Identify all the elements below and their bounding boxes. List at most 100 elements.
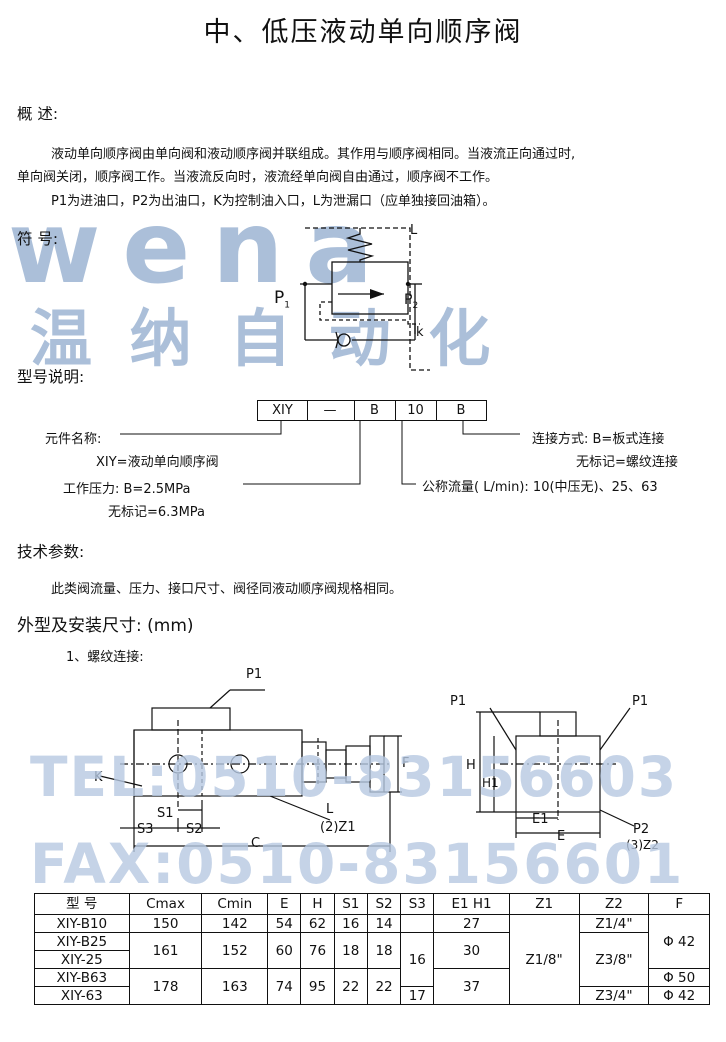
- dim-label-h1: H1: [482, 776, 499, 790]
- watermark-brand-cn: 温 纳 自 动 化: [30, 302, 499, 375]
- table-cell-f: Φ 50: [648, 968, 710, 987]
- dim-label-e1: E1: [532, 812, 549, 827]
- table-cell: 16: [333, 914, 368, 933]
- side-view-drawing: [476, 707, 635, 838]
- dim-label-l: L: [326, 802, 334, 817]
- dim-label-s2: S2: [186, 822, 203, 837]
- dim-label-z1: (2)Z1: [320, 820, 356, 835]
- table-row: XIY-25: [34, 950, 710, 969]
- table-cell: 54: [267, 914, 302, 933]
- table-cell: 161: [128, 932, 203, 969]
- table-cell: 18: [333, 932, 368, 969]
- dim-label-h: H: [466, 758, 476, 773]
- table-cell: 22: [333, 968, 368, 1005]
- table-cell-z2: Z3/8": [578, 932, 650, 987]
- table-cell: 18: [366, 932, 402, 969]
- model-leader-lines: [120, 420, 520, 485]
- dim-label-p2: P2: [633, 822, 650, 837]
- model-box-name: XIY: [257, 400, 308, 421]
- model-pressure-none: 无标记=6.3MPa: [108, 505, 206, 520]
- dim-label-k: K: [94, 770, 103, 785]
- table-header-cell: E: [267, 893, 302, 915]
- watermark-tel: TEL:0510-83156603: [30, 745, 679, 809]
- table-cell-s3: 17: [400, 986, 435, 1005]
- table-cell: 142: [201, 914, 269, 933]
- dim-label-f: F: [402, 756, 410, 771]
- table-cell: 95: [300, 968, 335, 1005]
- tech-heading: 技术参数:: [17, 543, 85, 561]
- dim-label-c: C: [251, 836, 261, 851]
- table-cell-z2: Z3/4": [578, 986, 650, 1005]
- table-row: XIY-63 17 Z3/4" Φ 42: [34, 986, 710, 1005]
- table-cell: 37: [433, 968, 510, 1005]
- model-box-connection: B: [436, 400, 487, 421]
- model-connection-label: 连接方式: B=板式连接: [532, 432, 665, 447]
- table-header-cell: Z1: [508, 893, 580, 915]
- dim-label-e: E: [557, 829, 566, 844]
- symbol-label-p1: P1: [274, 288, 290, 311]
- tech-text: 此类阀流量、压力、接口尺寸、阀径同液动顺序阀规格相同。: [51, 582, 403, 597]
- model-pressure-label: 工作压力: B=2.5MPa: [63, 482, 191, 497]
- table-cell-z2: Z1/4": [578, 914, 650, 933]
- table-cell: 150: [128, 914, 203, 933]
- page-title: 中、低压液动单向顺序阀: [203, 17, 523, 48]
- table-header-cell: Cmin: [201, 893, 269, 915]
- overview-line-1: 液动单向顺序阀由单向阀和液动顺序阀并联组成。其作用与顺序阀相同。当液流正向通过时…: [51, 147, 576, 162]
- table-header-row: 型 号 Cmax Cmin E H S1 S2 S3 E1 H1 Z1 Z2 F: [34, 893, 710, 915]
- table-row: XIY-B25 161 152 60 76 18 18 16 30 Z3/8": [34, 932, 710, 987]
- table-header-cell: F: [648, 893, 710, 915]
- table-header-cell: 型 号: [34, 893, 130, 915]
- table-cell: 178: [128, 968, 203, 1005]
- dim-label-p1-side-left: P1: [450, 694, 467, 709]
- table-header-cell: S1: [333, 893, 368, 915]
- table-cell: 27: [433, 914, 510, 933]
- overview-heading: 概 述:: [17, 105, 59, 123]
- table-row: XIY-B10 150 142 54 62 16 14 27 Z1/8" Z1/…: [34, 914, 710, 1005]
- dim-label-p1-side-right: P1: [632, 694, 649, 709]
- table-cell-s3: 16: [400, 932, 435, 987]
- symbol-heading: 符 号:: [17, 230, 59, 248]
- valve-symbol-diagram: [300, 227, 430, 371]
- table-cell-f: Φ 42: [648, 986, 710, 1005]
- table-cell-model: XIY-B63: [34, 968, 130, 987]
- table-cell: 163: [201, 968, 269, 1005]
- table-cell: 62: [300, 914, 335, 933]
- model-box-flow: 10: [395, 400, 437, 421]
- model-heading: 型号说明:: [17, 368, 85, 386]
- spec-table: 型 号 Cmax Cmin E H S1 S2 S3 E1 H1 Z1 Z2 F…: [34, 893, 710, 1005]
- model-connection-none: 无标记=螺纹连接: [576, 455, 678, 470]
- table-cell-f: Φ 42: [648, 914, 710, 969]
- table-cell: 30: [433, 932, 510, 969]
- dims-heading: 外型及安装尺寸: (mm): [17, 616, 194, 636]
- table-cell: 60: [267, 932, 302, 969]
- table-cell: 76: [300, 932, 335, 969]
- front-view-drawing: [99, 689, 402, 852]
- watermark-brand: wena: [8, 189, 395, 306]
- symbol-label-l: L: [410, 223, 418, 238]
- table-header-cell: S3: [400, 893, 435, 915]
- table-cell-model: XIY-B25: [34, 932, 130, 951]
- symbol-label-p2: P2: [404, 292, 419, 311]
- overview-line-2: 单向阀关闭，顺序阀工作。当液流反向时，液流经单向阀自由通过，顺序阀不工作。: [17, 170, 499, 185]
- model-name-value: XIY=液动单向顺序阀: [96, 455, 219, 470]
- dims-subheading: 1、螺纹连接:: [66, 650, 144, 665]
- model-name-label: 元件名称:: [45, 432, 102, 447]
- model-flow-label: 公称流量( L/min): 10(中压无)、25、63: [422, 480, 658, 495]
- table-cell: 152: [201, 932, 269, 969]
- table-header-cell: Z2: [578, 893, 650, 915]
- table-header-cell: Cmax: [128, 893, 203, 915]
- model-box-dash: —: [306, 400, 355, 421]
- table-cell: 14: [366, 914, 402, 933]
- dim-label-z2: (3)Z2: [626, 838, 659, 852]
- watermark-fax: FAX:0510-83156601: [30, 832, 685, 896]
- table-cell-z1: Z1/8": [508, 914, 580, 1005]
- dim-label-s1: S1: [157, 806, 174, 821]
- dim-label-s3: S3: [137, 822, 154, 837]
- table-header-cell: E1 H1: [433, 893, 510, 915]
- table-cell: [400, 914, 435, 933]
- table-header-cell: H: [300, 893, 335, 915]
- dim-label-p1-front: P1: [246, 667, 263, 682]
- table-cell-model: XIY-B10: [34, 914, 130, 933]
- table-header-cell: S2: [366, 893, 402, 915]
- symbol-label-k: k: [416, 325, 424, 340]
